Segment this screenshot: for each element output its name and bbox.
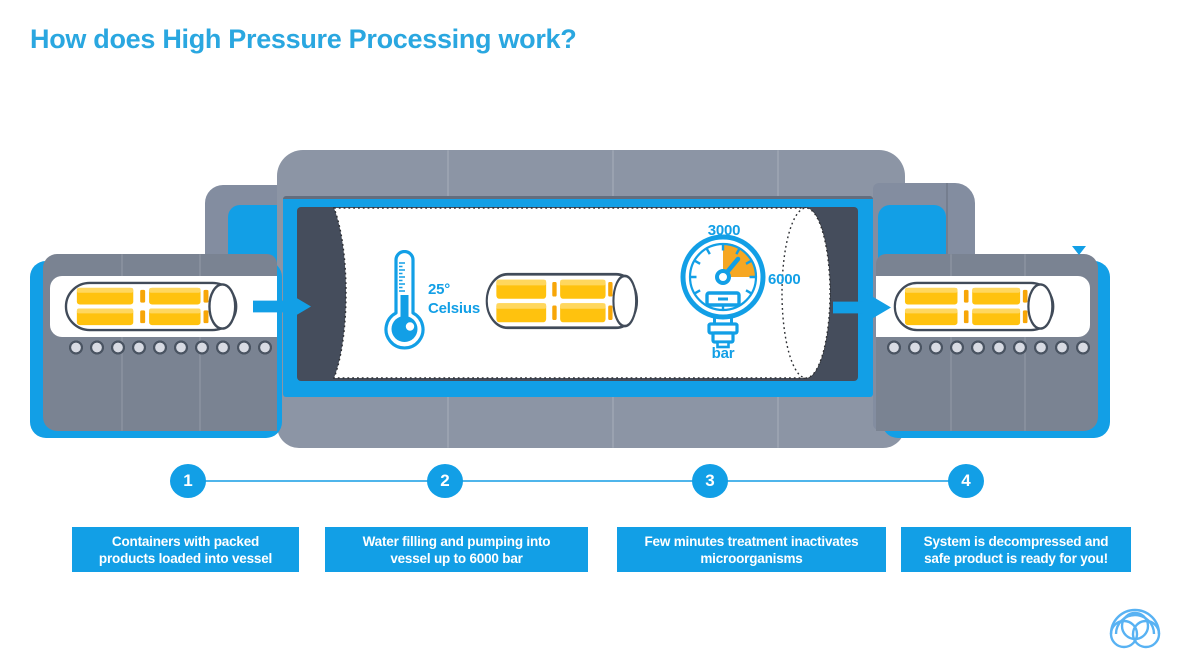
- product-cylinder: [893, 281, 1055, 332]
- caption-line: System is decompressed and: [923, 533, 1109, 549]
- step-number: 4: [961, 471, 971, 490]
- step-caption-1: Containers with packed products loaded i…: [72, 527, 299, 572]
- step-caption-2: Water filling and pumping into vessel up…: [325, 527, 588, 572]
- product-cylinder: [485, 272, 639, 330]
- step-marker-2: 2: [427, 464, 463, 498]
- timeline-line: [188, 480, 966, 482]
- caption-line: products loaded into vessel: [98, 550, 273, 566]
- temperature-unit: Celsius: [428, 300, 480, 317]
- step-marker-4: 4: [948, 464, 984, 498]
- pressure-unit-label: bar: [711, 345, 735, 362]
- caption-line: Few minutes treatment inactivates: [644, 533, 859, 549]
- temperature-value: 25°: [428, 281, 451, 298]
- arrow-right-icon: [253, 290, 311, 323]
- arrow-right-icon: [833, 291, 891, 324]
- step-number: 3: [705, 471, 715, 490]
- page-title: How does High Pressure Processing work?: [30, 24, 577, 54]
- product-cylinder: [64, 281, 238, 332]
- conveyor-rollers: [884, 338, 1092, 357]
- caption-line: Containers with packed: [111, 533, 260, 549]
- brand-logo-icon: [1109, 608, 1161, 649]
- pressure-top-label: 3000: [707, 222, 741, 239]
- hpp-vessel-machine: 25° Celsius 3000 6000 bar: [277, 150, 905, 448]
- step-number: 1: [183, 471, 193, 490]
- step-marker-3: 3: [692, 464, 728, 498]
- thermometer-icon: [384, 250, 425, 350]
- step-number: 2: [440, 471, 450, 490]
- caption-line: safe product is ready for you!: [924, 550, 1108, 566]
- pointer-triangle-icon: [1072, 246, 1086, 255]
- conveyor-rollers: [66, 338, 278, 357]
- caption-line: Water filling and pumping into: [362, 533, 551, 549]
- pressure-gauge-icon: [680, 234, 766, 349]
- step-caption-3: Few minutes treatment inactivates microo…: [617, 527, 886, 572]
- step-marker-1: 1: [170, 464, 206, 498]
- caption-line: vessel up to 6000 bar: [390, 550, 523, 566]
- caption-line: microorganisms: [700, 550, 803, 566]
- step-caption-4: System is decompressed and safe product …: [901, 527, 1131, 572]
- pressure-right-label: 6000: [768, 271, 801, 288]
